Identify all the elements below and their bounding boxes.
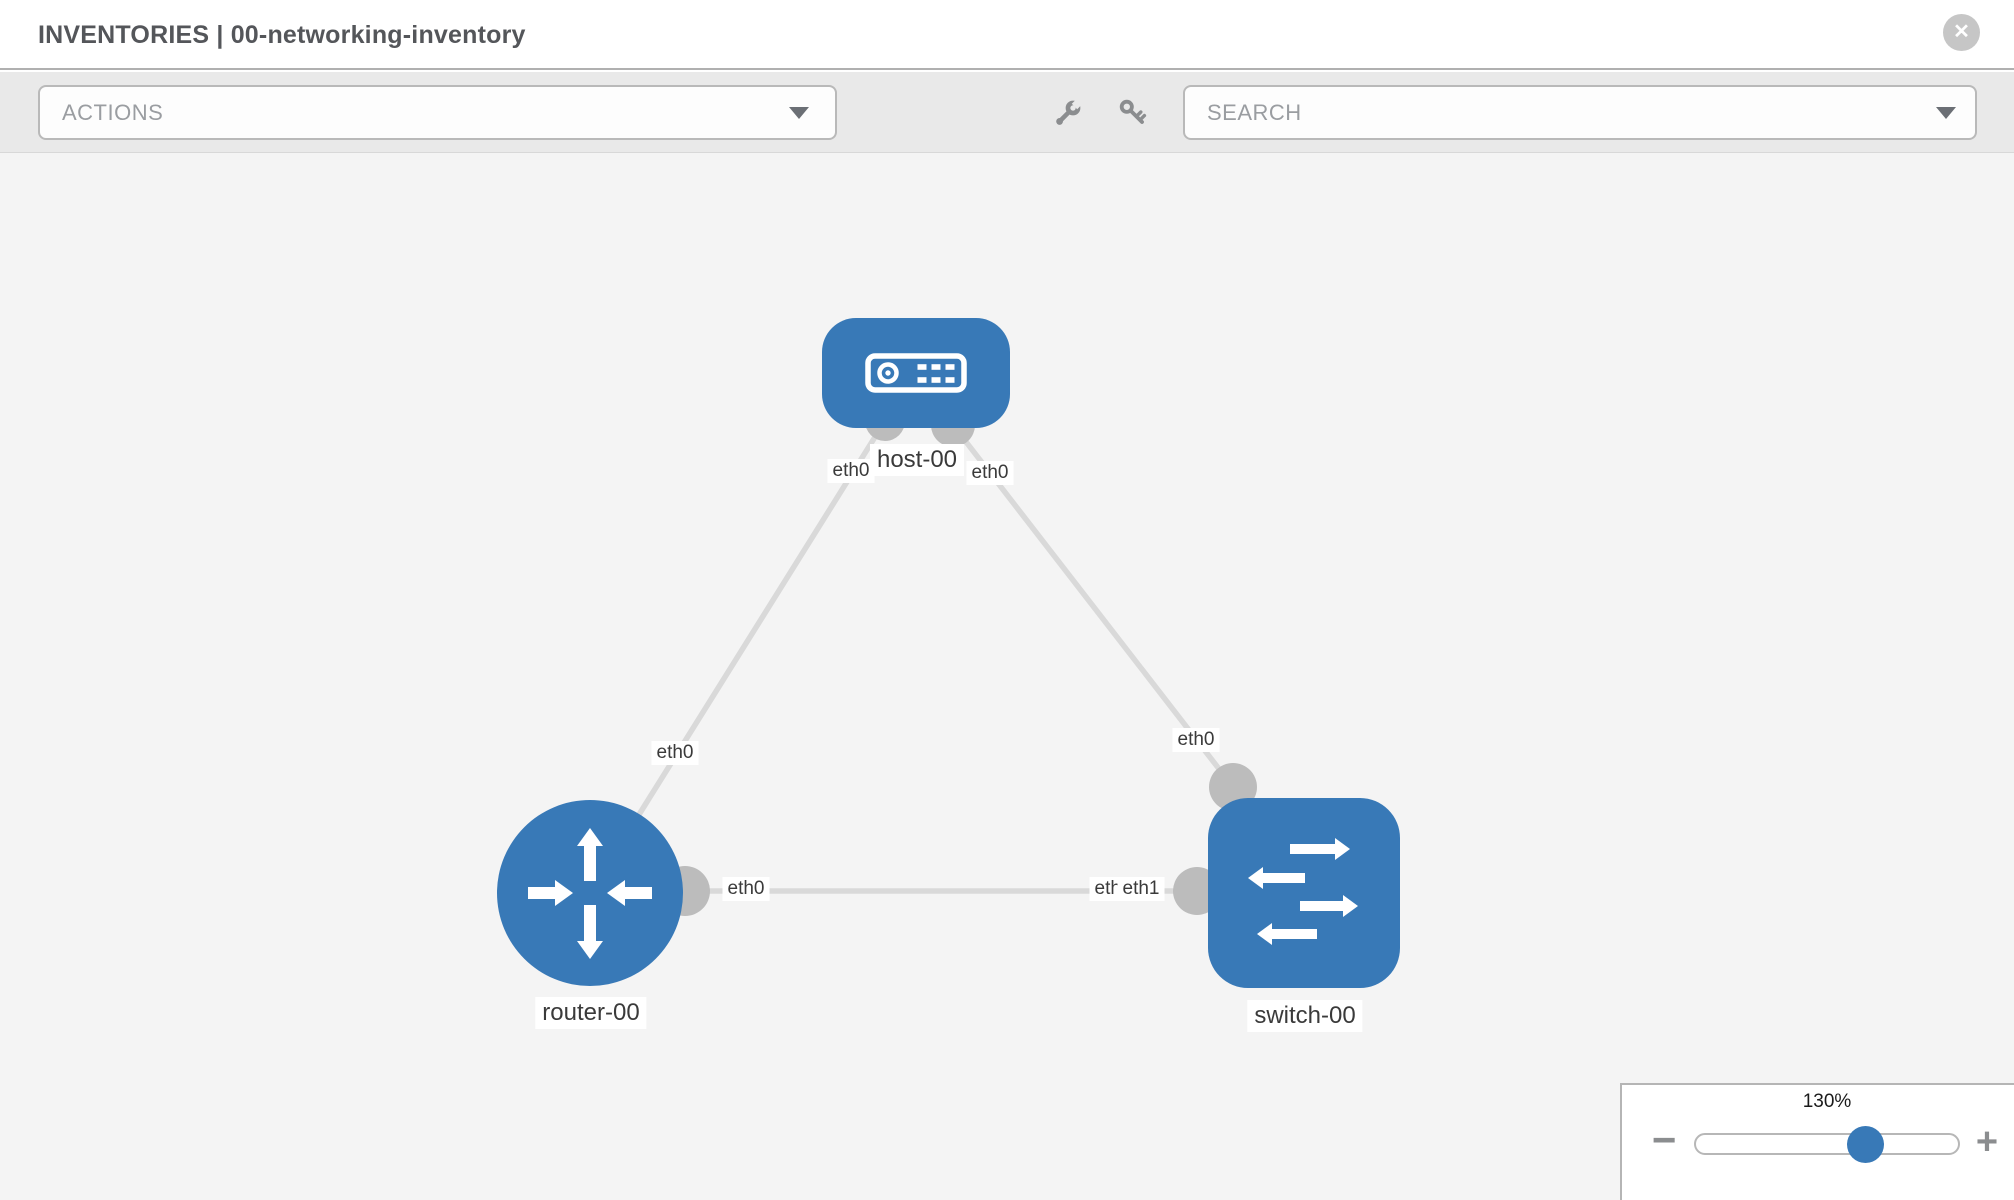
zoom-panel: 130% − + (1620, 1083, 2014, 1200)
topology-svg (497, 318, 1400, 988)
node-label: router-00 (535, 997, 647, 1029)
zoom-slider[interactable] (1694, 1133, 1960, 1155)
node-switch-00[interactable] (1208, 798, 1400, 988)
zoom-slider-thumb[interactable] (1847, 1126, 1885, 1163)
interface-label: eth0 (651, 741, 699, 765)
interface-label: eth1 (1117, 877, 1165, 901)
wrench-icon-glyph (1056, 97, 1084, 125)
search-dropdown[interactable]: SEARCH (1183, 85, 1977, 140)
close-icon: ✕ (1953, 21, 1970, 43)
actions-dropdown[interactable]: ACTIONS (38, 85, 837, 140)
interface-label: eth0 (722, 877, 770, 901)
zoom-in-icon[interactable]: + (1971, 1123, 2003, 1161)
header: INVENTORIES | 00-networking-inventory ✕ (0, 0, 2014, 70)
chevron-down-icon (789, 107, 809, 119)
node-router-00[interactable] (497, 800, 683, 986)
key-icon-glyph (1119, 99, 1147, 124)
toolbar: ACTIONS SEARCH (0, 72, 2014, 153)
zoom-out-icon[interactable]: − (1648, 1119, 1680, 1161)
key-icon[interactable] (1116, 96, 1150, 130)
page-title: INVENTORIES | 00-networking-inventory (38, 21, 526, 49)
node-host-00[interactable] (822, 318, 1010, 428)
actions-dropdown-label: ACTIONS (62, 100, 164, 125)
link-host-00_switch-00[interactable] (950, 423, 1236, 789)
search-placeholder: SEARCH (1207, 100, 1302, 125)
interface-label: eth0 (827, 459, 875, 483)
node-label: switch-00 (1247, 1000, 1363, 1032)
chevron-down-icon (1936, 107, 1956, 119)
wrench-icon[interactable] (1051, 96, 1085, 130)
zoom-value: 130% (1802, 1091, 1852, 1112)
interface-label: eth0 (1172, 728, 1220, 752)
interface-label: eth0 (966, 461, 1014, 485)
node-label: host-00 (869, 444, 965, 476)
close-button[interactable]: ✕ (1943, 14, 1980, 51)
